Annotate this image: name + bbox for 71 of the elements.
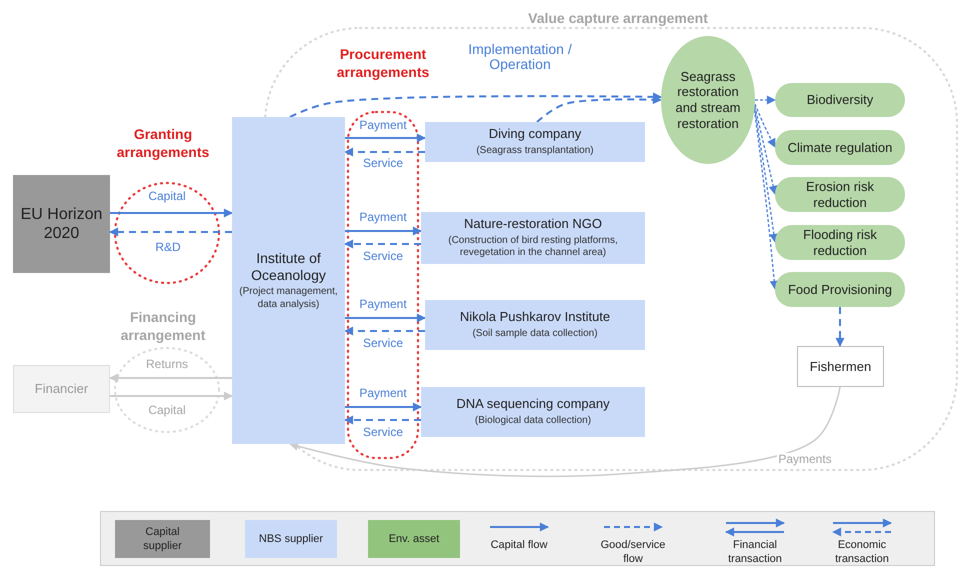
process-box	[425, 122, 645, 162]
node-title: Institute of Oceanology	[250, 250, 327, 284]
node-title: Seagrass restoration and stream restoration	[674, 68, 742, 132]
edge-label: Payment	[358, 211, 408, 225]
node-title: Nature-restoration NGO	[464, 216, 602, 232]
arrow	[754, 108, 778, 243]
edge-label: Capital	[147, 404, 187, 418]
asset-pill	[775, 177, 905, 212]
legend-label: Financial transaction	[727, 538, 783, 567]
asset-pill	[775, 83, 905, 117]
arrow	[110, 208, 233, 218]
arrow	[836, 307, 844, 347]
arrow	[344, 240, 421, 248]
arrow	[289, 386, 841, 478]
node-title: Erosion risk reduction	[805, 178, 875, 210]
node-subtitle: (Project management, data analysis)	[238, 286, 339, 312]
process-box	[421, 212, 645, 264]
node-title: Diving company	[488, 126, 582, 142]
legend-label: Env. asset	[388, 532, 440, 546]
arrangement-heading: Value capture arrangement	[527, 10, 709, 28]
arrow	[754, 106, 778, 195]
asset-pill	[775, 225, 905, 260]
arrow	[345, 314, 426, 322]
legend-label: Good/service flow	[600, 538, 666, 567]
node-title: Nikola Pushkarov Institute	[460, 309, 610, 326]
arrow	[344, 416, 421, 424]
node-title: Flooding risk reduction	[802, 226, 878, 258]
edge-label: Payment	[358, 387, 408, 401]
arrow	[754, 104, 776, 148]
node-title: Food Provisioning	[788, 282, 892, 298]
node-title: EU Horizon 2020	[20, 204, 104, 244]
legend-label: Capital supplier	[142, 524, 183, 554]
arrow	[290, 92, 662, 118]
node-title: Climate regulation	[788, 140, 892, 156]
legend-label: Capital flow	[490, 538, 548, 552]
process-box	[421, 387, 645, 437]
edge-label: Payments	[777, 453, 833, 467]
legend-label: NBS supplier	[258, 532, 324, 546]
node-title: Financier	[34, 381, 88, 397]
asset-pill	[775, 130, 905, 165]
node-subtitle: (Biological data collection)	[474, 415, 592, 428]
arrow	[755, 96, 776, 104]
process-box	[797, 346, 884, 387]
arrow	[109, 374, 232, 382]
arrangement-heading: Financing arrangement	[120, 309, 206, 344]
edge-label: Payment	[358, 298, 408, 312]
arrangement-heading: Procurement arrangements	[336, 46, 430, 81]
node-title: Biodiversity	[806, 92, 874, 108]
node-title: Fishermen	[810, 358, 872, 374]
arrow	[754, 110, 779, 290]
edge-label: Capital	[147, 190, 187, 204]
arrow	[345, 226, 422, 236]
arrow	[344, 148, 425, 156]
edge-label: Payment	[358, 119, 408, 133]
arrow	[344, 326, 425, 336]
node-subtitle: (Construction of bird resting platforms, revegetation in the channel area)	[447, 234, 619, 260]
asset-pill	[775, 272, 905, 307]
arrow	[109, 228, 232, 236]
legend-label: Economic transaction	[834, 538, 890, 567]
arrow	[536, 95, 662, 123]
arrangement-heading: Granting arrangements	[116, 126, 210, 161]
process-box	[13, 365, 110, 413]
arrow	[345, 134, 426, 142]
process-box	[425, 300, 645, 350]
arrow	[345, 402, 422, 412]
node-subtitle: (Soil sample data collection)	[472, 328, 598, 341]
arrow	[110, 392, 233, 400]
node-title: DNA sequencing company	[456, 396, 610, 412]
node-subtitle: (Seagrass transplantation)	[476, 145, 594, 158]
process-box	[232, 117, 345, 444]
process-box	[13, 175, 110, 273]
